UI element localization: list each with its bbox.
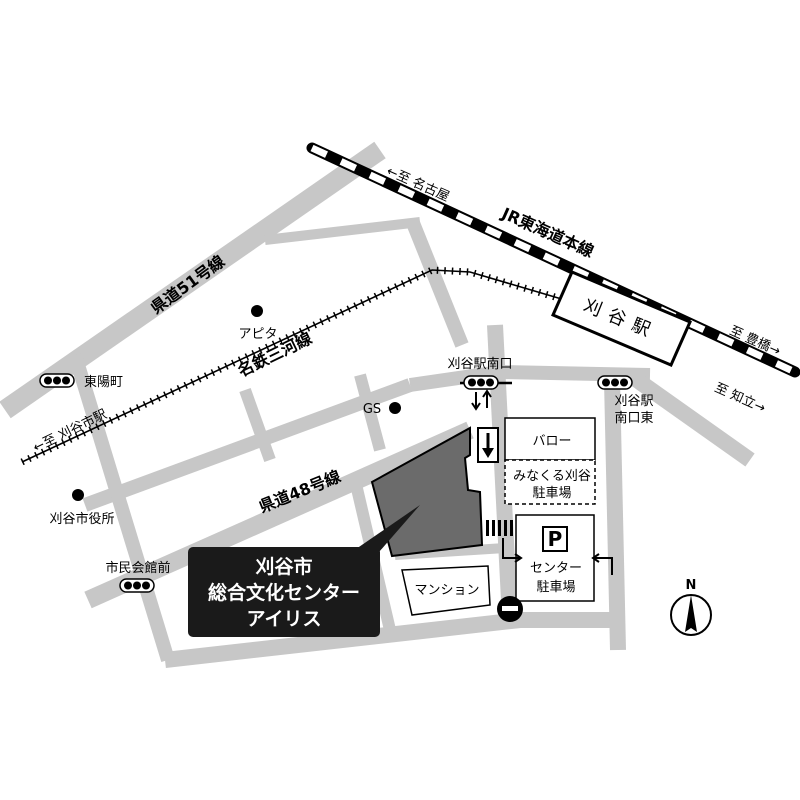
no-entry-sign [497,596,523,622]
signal-higashi-yoicho [39,373,75,388]
road-central-vertical [487,324,518,621]
road-bottom [164,612,620,668]
mansion-building [401,565,491,616]
road-upper-diagonal [82,378,413,512]
road-southeast [625,368,755,467]
signal-shimin-kaikan-mae [119,578,155,593]
road-route51 [0,141,386,419]
road-apita-branch [264,217,421,245]
callout-line-2: 総合文化センター [208,581,360,604]
label-apita: アピタ [238,327,277,342]
signal-kariya-eki-minamiguchi [460,375,512,390]
jr-tokaido-line [306,142,800,378]
label-center-parking-2: 駐車場 [536,580,575,595]
callout-line-3: アイリス [246,608,321,630]
label-city-hall: 刈谷市役所 [49,511,114,527]
label-kariya-eki-minamiguchi: 刈谷駅南口 [447,356,512,372]
road-short-vertical [239,387,276,463]
label-shimin-kaikan-mae: 市民会館前 [105,560,170,576]
label-route51: 県道51号線 [147,252,228,318]
compass-north-label: N [686,578,697,593]
crosswalk [486,520,513,536]
road-network [0,141,755,668]
callout-line-1: 刈谷市 [255,555,312,578]
parking-sign: P [542,526,568,552]
minamiguchi-entry-arrows [471,389,492,411]
gs-marker [389,402,401,414]
one-way-arrow-sign [477,427,499,463]
road-mid-vertical [354,373,386,452]
meitetsu-mikawa-line [20,266,566,466]
road-route48 [84,421,474,609]
label-minakuru-2: 駐車場 [532,486,571,501]
minakuru-parking [504,459,596,505]
label-center-parking-1: センター [530,561,582,576]
signal-kariya-eki-minamiguchi-higashi [597,375,633,390]
svg-text:P: P [548,527,563,551]
road-junction-descent [406,220,469,348]
iris-callout: 刈谷市 総合文化センター アイリス [188,505,420,637]
parking-entry-arrows [502,538,613,575]
city-hall-marker [72,489,84,501]
label-barrow: バロー [532,434,571,449]
label-mansion: マンション [414,583,479,598]
label-minamiguchi-higashi-1: 刈谷駅 [614,394,653,409]
apita-marker [251,305,263,317]
direction-chiryu: 至 知立→ [712,380,768,417]
road-west-vertical [68,352,175,663]
label-minamiguchi-higashi-2: 南口東 [614,410,653,426]
barrow-building [504,417,596,461]
label-gs: GS [363,402,381,417]
label-minakuru-1: みなくる刈谷 [513,469,591,484]
road-east-vertical [604,379,626,651]
label-higashi-yoicho: 東陽町 [84,374,123,390]
north-compass: N [670,578,712,636]
